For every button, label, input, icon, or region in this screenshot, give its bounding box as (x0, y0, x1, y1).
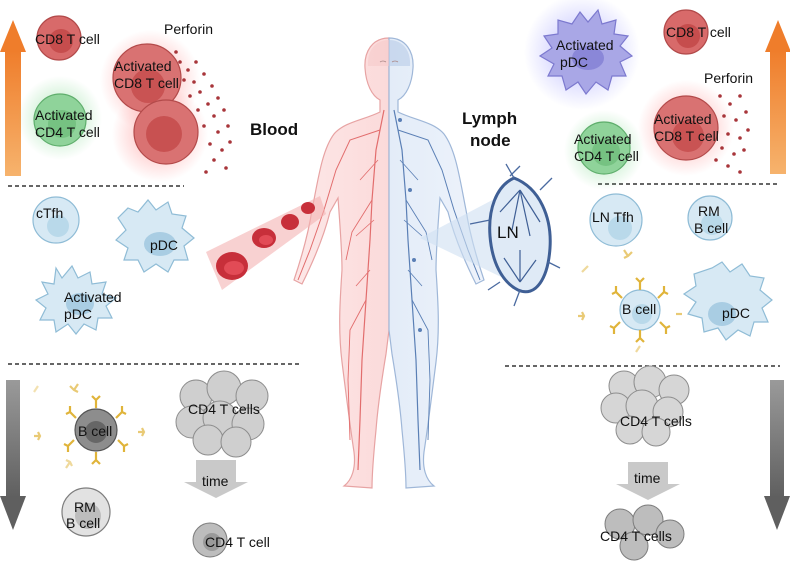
act-pdc-label-right-1: Activated (556, 37, 614, 53)
act-cd8-label-right-2: CD8 T cell (654, 128, 719, 144)
activated-cd4-cell-right (577, 121, 631, 175)
cd8-label-right: CD8 T cell (666, 24, 731, 40)
ctfh-label: cTfh (36, 205, 63, 221)
act-cd8-label-left-2: CD8 T cell (114, 75, 179, 91)
perforin-label-left: Perforin (164, 21, 213, 37)
human-body-figure (293, 37, 485, 489)
pdc-label-left: pDC (150, 237, 178, 253)
bcell-label-right: B cell (622, 301, 656, 317)
perforin-label-right: Perforin (704, 70, 753, 86)
right-top-cells: Activated pDC CD8 T cell Perforin Activa… (524, 0, 753, 190)
cd8-t-cell-left (36, 15, 82, 61)
act-cd8-label-right-1: Activated (654, 111, 712, 127)
decrease-arrow-right (764, 380, 790, 530)
activated-cd8-cell-left (112, 43, 182, 113)
lymph-node-title-2: node (470, 131, 511, 150)
right-bottom-cells: CD4 T cells time CD4 T cells (600, 365, 692, 561)
activated-cd4-cell-left (33, 93, 87, 147)
activated-cd8-cell-left-2 (133, 99, 199, 165)
left-mid-cells: cTfh pDC Activated pDC (32, 196, 195, 335)
time-arrow-right (616, 462, 680, 500)
rm-label-left-2: B cell (66, 515, 100, 531)
time-arrow-left (184, 460, 248, 498)
act-pdc-label-left-1: Activated (64, 289, 122, 305)
cd4-t-cell-cluster-left (175, 370, 269, 458)
rm-label-right-1: RM (698, 203, 720, 219)
increase-arrow-right (765, 20, 790, 174)
blood-vessel-zoom (206, 196, 326, 290)
b-cell-left (74, 408, 118, 452)
ln-tfh-label: LN Tfh (592, 209, 634, 225)
pdc-label-right: pDC (722, 305, 750, 321)
antibodies-left (33, 383, 146, 469)
cd4-t-cell-single (192, 522, 228, 558)
cd8-label-left: CD8 T cell (35, 31, 100, 47)
rm-b-cell-right (687, 195, 733, 241)
cd4-t-cell-cluster-right-bottom (604, 504, 685, 561)
act-cd8-label-left-1: Activated (114, 58, 172, 74)
act-cd4-label-left-1: Activated (35, 107, 93, 123)
lymph-node-title-1: Lymph (462, 109, 517, 128)
cd4-cells-label-right-bottom: CD4 T cells (600, 528, 672, 544)
increase-arrow-left (0, 20, 26, 176)
activated-pdc-cell-right (538, 8, 634, 96)
rm-label-left-1: RM (74, 499, 96, 515)
lymph-node-zoom (420, 163, 561, 307)
cd8-t-cell-right (663, 9, 709, 55)
decrease-arrow-left (0, 380, 26, 530)
perforin-dots-right (714, 94, 750, 174)
time-label-right: time (634, 470, 661, 486)
ln-tfh-cell (589, 193, 643, 247)
act-cd4-label-left-2: CD4 T cell (35, 124, 100, 140)
activated-pdc-cell-left (34, 264, 118, 335)
rm-b-cell-left (61, 487, 111, 537)
act-pdc-label-left-2: pDC (64, 306, 92, 322)
rm-label-right-2: B cell (694, 220, 728, 236)
bcell-label-left: B cell (78, 423, 112, 439)
time-label-left: time (202, 473, 229, 489)
cd4-cell-label-left: CD4 T cell (205, 534, 270, 550)
cd4-cells-label-left: CD4 T cells (188, 401, 260, 417)
perforin-dots-left (174, 50, 232, 174)
act-cd4-label-right-2: CD4 T cell (574, 148, 639, 164)
act-pdc-label-right-2: pDC (560, 54, 588, 70)
ln-label: LN (497, 223, 519, 242)
ctfh-cell (32, 196, 80, 244)
pdc-cell-right (682, 261, 773, 341)
act-cd4-label-right-1: Activated (574, 131, 632, 147)
left-top-cells: CD8 T cell Perforin Activated CD8 T cell… (18, 15, 232, 182)
activated-cd8-cell-right (653, 95, 719, 161)
cd4-cells-label-right-top: CD4 T cells (620, 413, 692, 429)
right-mid-cells: LN Tfh RM B cell B cell pDC (578, 193, 773, 353)
pdc-cell-left (115, 199, 195, 273)
antibodies-right (578, 249, 682, 353)
left-bottom-cells: B cell RM B cell CD4 T cells time CD4 T … (33, 370, 270, 558)
blood-title: Blood (250, 120, 298, 139)
cd4-t-cell-cluster-right-top (600, 365, 690, 447)
